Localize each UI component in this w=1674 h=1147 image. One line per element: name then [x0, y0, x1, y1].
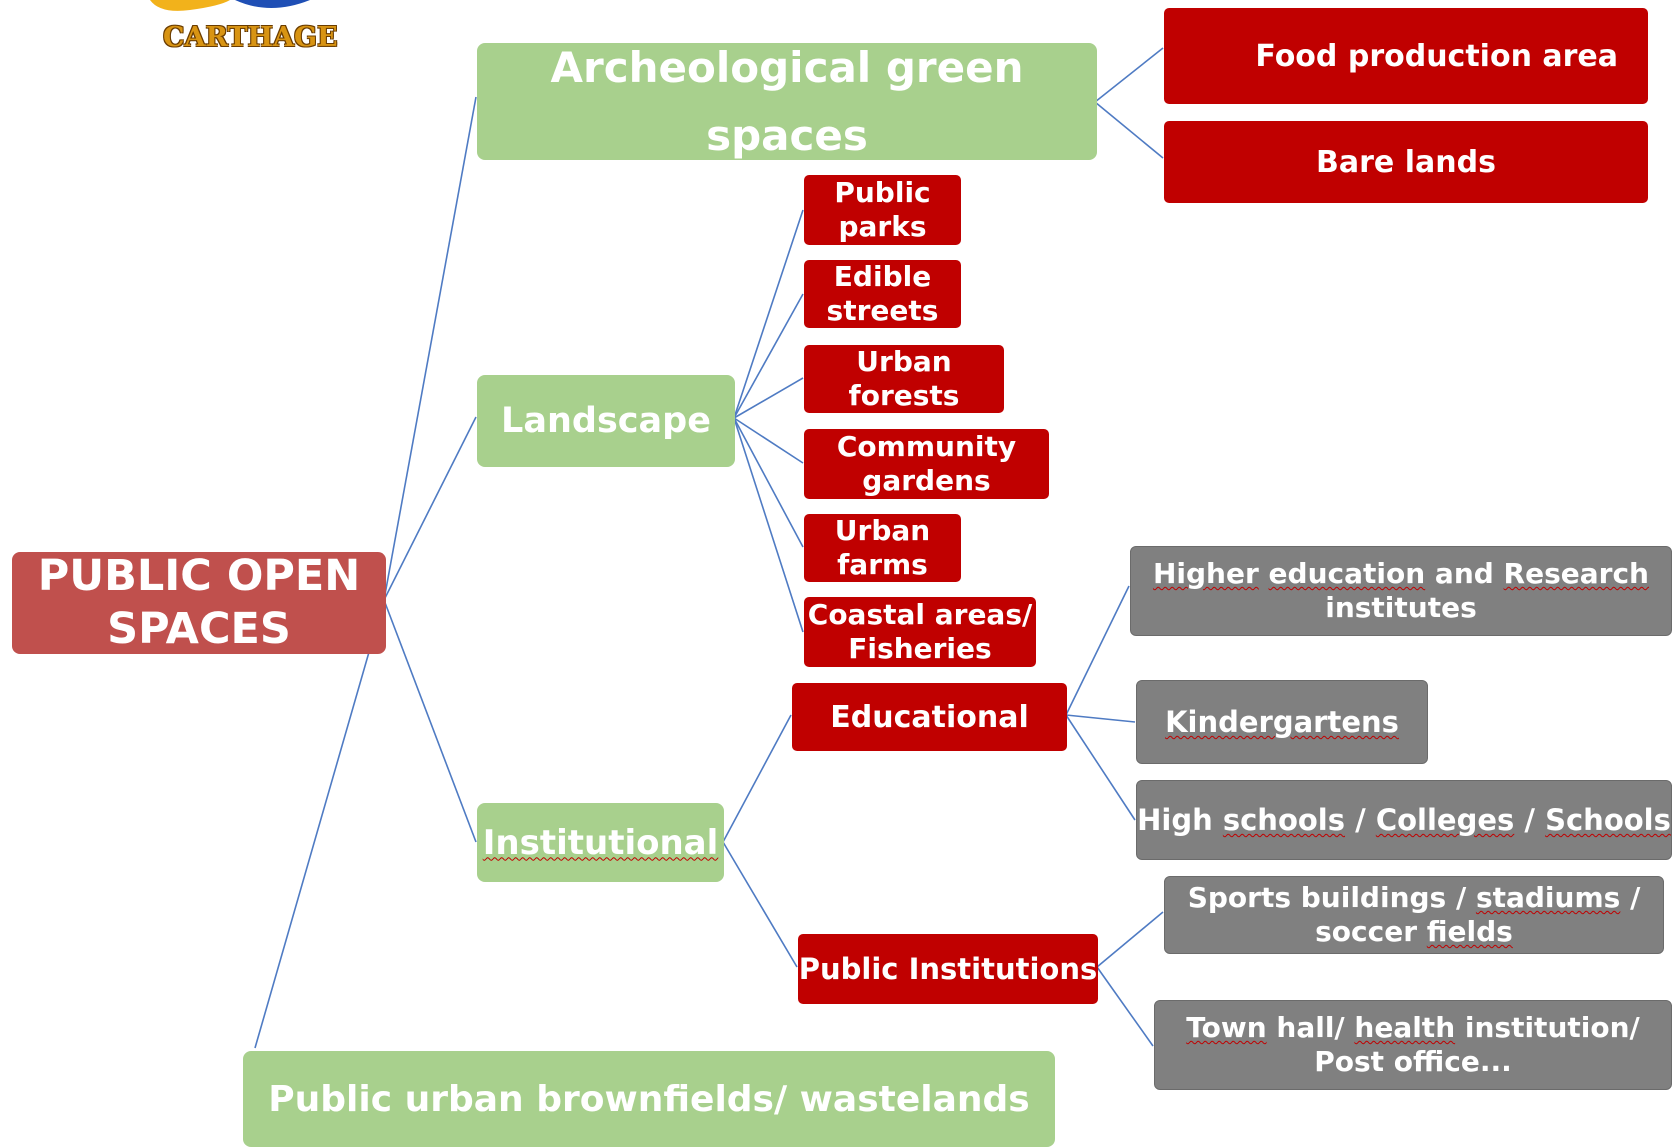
urban-farms-line-1: Urban [834, 514, 931, 547]
node-educational: Educational [792, 683, 1067, 751]
node-urban-forests: Urban forests [804, 345, 1004, 413]
sports-slash: / [1630, 881, 1641, 914]
soccer-word: soccer [1315, 915, 1418, 948]
hall-word: hall/ [1276, 1011, 1345, 1044]
community-gardens-line-1: Community [836, 430, 1017, 463]
coastal-line-1: Coastal areas/ [807, 598, 1033, 631]
and-word: and [1434, 557, 1494, 590]
urban-farms-line-2: farms [837, 548, 928, 581]
brownfields-label: Public urban brownfields/ wastelands [268, 1078, 1030, 1120]
public-parks-line-2: parks [838, 210, 927, 243]
bare-lands-label: Bare lands [1316, 144, 1496, 180]
carthage-logo [150, 0, 310, 11]
edible-streets-line-2: streets [826, 294, 939, 327]
town-word: Town [1186, 1011, 1267, 1044]
slash-1: / [1355, 803, 1366, 837]
category-public-urban-brownfields: Public urban brownfields/ wastelands [243, 1051, 1055, 1147]
landscape-label: Landscape [501, 401, 711, 441]
category-landscape: Landscape [477, 375, 735, 467]
node-kindergartens: Kindergartens [1136, 680, 1428, 764]
food-production-label: Food production area [1255, 38, 1618, 74]
node-bare-lands: Bare lands [1164, 121, 1648, 203]
schools-word: schools [1222, 803, 1346, 837]
colleges-word: Colleges [1375, 803, 1515, 837]
sports-line-2: soccer fields [1315, 915, 1513, 949]
health-word: health [1354, 1011, 1456, 1044]
research-word: Research [1503, 557, 1649, 590]
kindergartens-label: Kindergartens [1165, 705, 1399, 739]
higher-education-line-2: institutes [1325, 591, 1477, 624]
root-line-1: PUBLIC OPEN [37, 551, 361, 601]
schools-word-2: Schools [1545, 803, 1671, 837]
schools-line: High schools / Colleges / Schools [1137, 803, 1671, 837]
urban-forests-line-2: forests [848, 379, 960, 412]
townhall-line-1: Town hall/ health institution/ [1186, 1011, 1640, 1045]
sports-buildings-text: Sports buildings / [1187, 881, 1467, 914]
public-institutions-label: Public Institutions [798, 952, 1098, 986]
node-edible-streets: Edible streets [804, 260, 961, 328]
edible-streets-line-1: Edible [833, 260, 932, 293]
node-sports-buildings: Sports buildings / stadiums / soccer fie… [1164, 876, 1664, 954]
educational-label: Educational [830, 699, 1029, 735]
slash-2: / [1524, 803, 1535, 837]
archeological-line-1: Archeological green [550, 42, 1024, 92]
node-public-institutions: Public Institutions [798, 934, 1098, 1004]
node-food-production-area: Food production area [1164, 8, 1648, 104]
fields-word: fields [1426, 915, 1513, 948]
townhall-line-2: Post office... [1314, 1045, 1512, 1078]
node-public-parks: Public parks [804, 175, 961, 245]
root-line-2: SPACES [107, 604, 291, 654]
node-coastal-areas-fisheries: Coastal areas/ Fisheries [804, 597, 1036, 667]
higher-education-line-1: Higher education and Research [1153, 557, 1649, 591]
node-higher-education-research: Higher education and Research institutes [1130, 546, 1672, 636]
urban-forests-line-1: Urban [856, 345, 952, 378]
community-gardens-line-2: gardens [862, 464, 991, 497]
high-word: High [1137, 803, 1213, 837]
node-urban-farms: Urban farms [804, 514, 961, 582]
education-word: education [1268, 557, 1426, 590]
stadiums-word: stadiums [1475, 881, 1621, 914]
archeological-line-2: spaces [706, 110, 868, 160]
institution-word: institution/ [1464, 1011, 1640, 1044]
node-community-gardens: Community gardens [804, 429, 1049, 499]
higher-word: Higher [1152, 557, 1259, 590]
node-town-hall-health: Town hall/ health institution/ Post offi… [1154, 1000, 1672, 1090]
coastal-line-2: Fisheries [848, 632, 992, 665]
public-parks-line-1: Public [834, 176, 931, 209]
sports-line-1: Sports buildings / stadiums / [1188, 881, 1641, 915]
category-archeological-green-spaces: Archeological green spaces [477, 43, 1097, 160]
root-node-public-open-spaces: PUBLIC OPEN SPACES [12, 551, 386, 654]
logo-text: CARTHAGE [163, 22, 338, 53]
institutional-label: Institutional [482, 822, 719, 863]
node-high-schools-colleges: High schools / Colleges / Schools [1136, 780, 1672, 860]
category-institutional: Institutional [477, 803, 724, 882]
